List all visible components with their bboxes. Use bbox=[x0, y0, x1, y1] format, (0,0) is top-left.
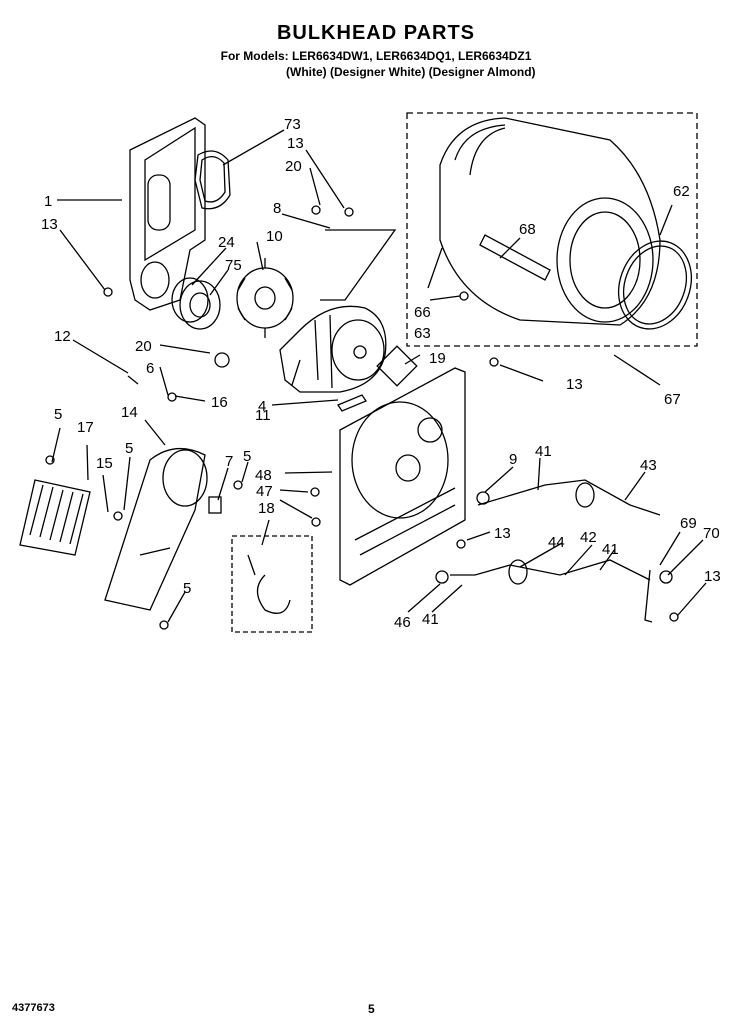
callout: 69 bbox=[680, 515, 697, 532]
callout-numbers: 73 13 1 13 20 8 24 10 75 12 20 6 16 11 4… bbox=[41, 116, 721, 631]
document-number: 4377673 bbox=[12, 1002, 55, 1014]
callout: 10 bbox=[266, 228, 283, 245]
callout: 14 bbox=[121, 404, 138, 421]
callout: 5 bbox=[183, 580, 191, 597]
callout: 1 bbox=[44, 193, 52, 210]
callout: 63 bbox=[414, 325, 431, 342]
callout: 62 bbox=[673, 183, 690, 200]
callout: 9 bbox=[509, 451, 517, 468]
seal-part bbox=[194, 150, 231, 210]
callout: 75 bbox=[225, 257, 242, 274]
model-list: For Models: LER6634DW1, LER6634DQ1, LER6… bbox=[220, 49, 532, 63]
callout: 6 bbox=[146, 360, 154, 377]
callout: 73 bbox=[284, 116, 301, 133]
callout: 19 bbox=[429, 350, 446, 367]
callout: 41 bbox=[535, 443, 552, 460]
callout: 12 bbox=[54, 328, 71, 345]
label-part bbox=[376, 345, 418, 387]
callout: 5 bbox=[125, 440, 133, 457]
callout: 4 bbox=[258, 398, 266, 415]
bearing-part bbox=[171, 277, 209, 323]
callout: 43 bbox=[640, 457, 657, 474]
color-variants: (White) (Designer White) (Designer Almon… bbox=[286, 65, 536, 79]
callout: 13 bbox=[287, 135, 304, 152]
callout: 15 bbox=[96, 455, 113, 472]
callout: 68 bbox=[519, 221, 536, 238]
callout: 46 bbox=[394, 614, 411, 631]
callout: 18 bbox=[258, 500, 275, 517]
page-title: BULKHEAD PARTS bbox=[276, 22, 476, 44]
callout: 13 bbox=[704, 568, 721, 585]
roller-part bbox=[575, 482, 595, 508]
callout: 48 bbox=[255, 467, 272, 484]
callout: 8 bbox=[273, 200, 281, 217]
callout: 5 bbox=[54, 406, 62, 423]
callout: 41 bbox=[422, 611, 439, 628]
callout: 67 bbox=[664, 391, 681, 408]
callout: 66 bbox=[414, 304, 431, 321]
rear-panel-part bbox=[129, 117, 206, 311]
callout: 24 bbox=[218, 234, 235, 251]
callout: 7 bbox=[225, 453, 233, 470]
drum-part bbox=[439, 117, 661, 326]
callout: 20 bbox=[135, 338, 152, 355]
lint-grille-part bbox=[19, 479, 91, 556]
blower-housing-part bbox=[279, 305, 387, 393]
callout: 47 bbox=[256, 483, 273, 500]
callout: 5 bbox=[243, 448, 251, 465]
drum-group-box bbox=[406, 112, 698, 347]
callout: 17 bbox=[77, 419, 94, 436]
callout: 13 bbox=[494, 525, 511, 542]
callout: 11 bbox=[255, 407, 271, 424]
front-bulkhead-part bbox=[339, 367, 466, 586]
callout: 13 bbox=[41, 216, 58, 233]
wire-kit-box bbox=[231, 535, 313, 633]
callout: 20 bbox=[285, 158, 302, 175]
fan-part bbox=[236, 258, 294, 338]
callout: 42 bbox=[580, 529, 597, 546]
callout: 41 bbox=[602, 541, 619, 558]
callout: 16 bbox=[211, 394, 228, 411]
callout: 44 bbox=[548, 534, 565, 551]
front-panel-part bbox=[104, 448, 208, 611]
drum-seal-part bbox=[618, 240, 692, 330]
callout: 70 bbox=[703, 525, 720, 542]
page-number: 5 bbox=[368, 1002, 375, 1016]
bracket-part bbox=[644, 569, 653, 623]
callout: 13 bbox=[566, 376, 583, 393]
